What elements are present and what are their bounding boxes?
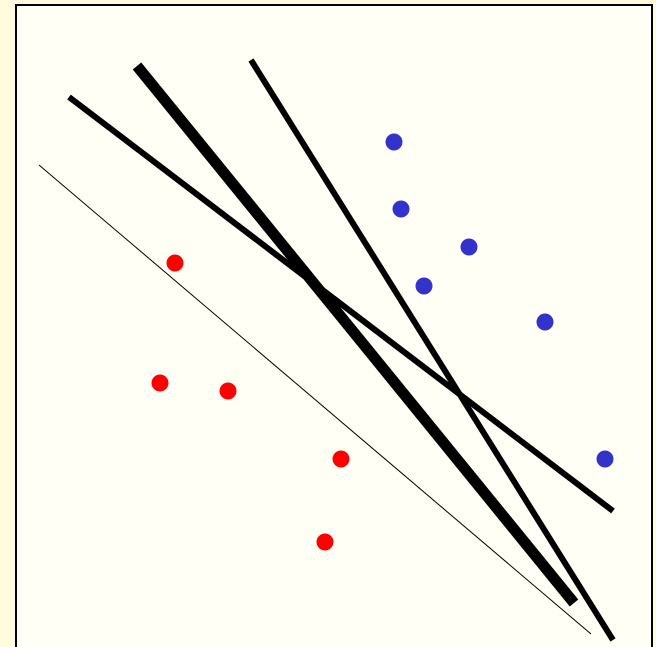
blue-point-3 — [460, 238, 478, 256]
thin-line — [38, 164, 592, 635]
medium-line-b — [248, 58, 616, 642]
blue-point-5 — [536, 313, 554, 331]
blue-point-6 — [596, 450, 614, 468]
red-point-3 — [219, 382, 237, 400]
medium-line-a — [67, 94, 615, 514]
red-point-5 — [316, 533, 334, 551]
red-point-1 — [166, 254, 184, 272]
blue-point-4 — [415, 277, 433, 295]
lines-layer — [38, 58, 616, 642]
blue-point-1 — [385, 133, 403, 151]
points-layer — [151, 133, 614, 551]
blue-point-2 — [392, 200, 410, 218]
thick-line — [132, 62, 579, 607]
red-point-4 — [332, 450, 350, 468]
red-point-2 — [151, 374, 169, 392]
